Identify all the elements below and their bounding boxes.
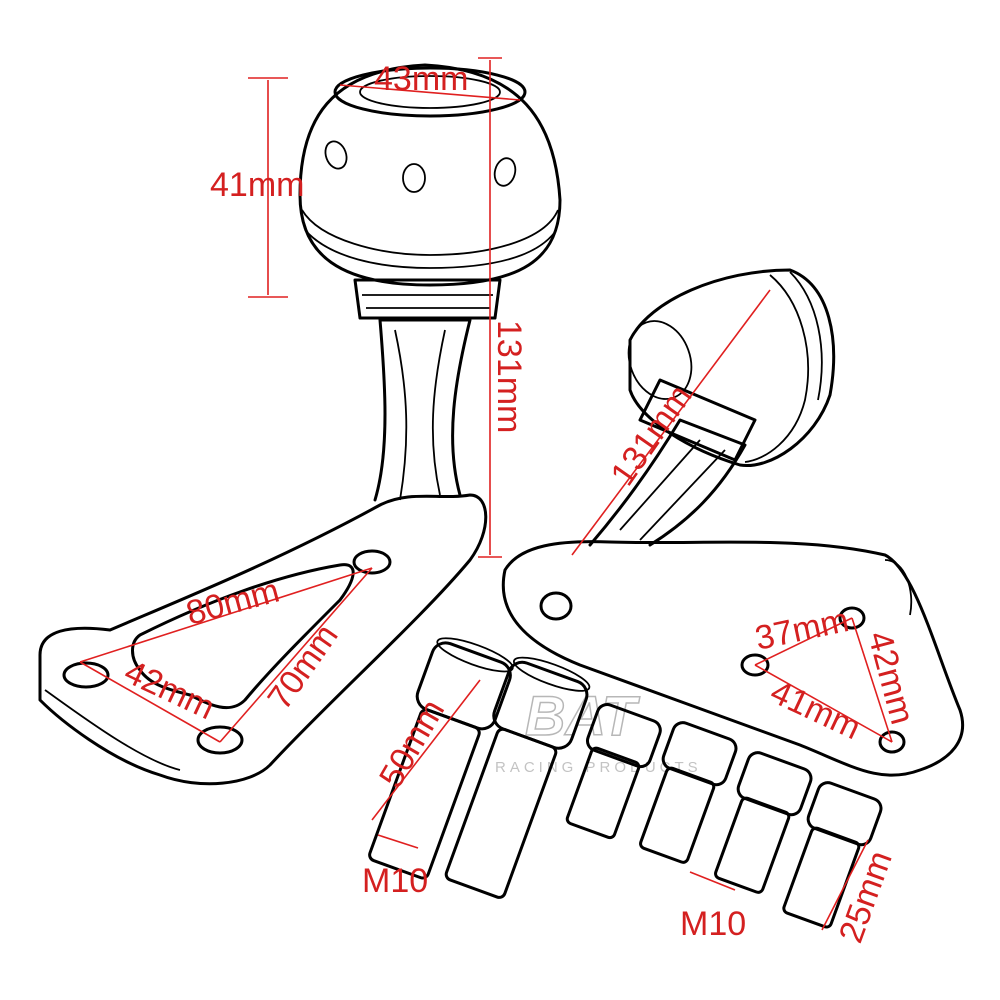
label-left-bracket-short: 42mm — [119, 653, 221, 727]
label-right-bracket-top: 37mm — [752, 601, 852, 658]
long-bolt-1 — [368, 637, 514, 880]
dimension-labels: 43mm 41mm 131mm 131mm 80mm 70mm 42mm 37m… — [119, 60, 922, 948]
label-long-bolt-length: 50mm — [372, 693, 452, 794]
short-bolt-1 — [565, 703, 662, 840]
label-cap-diameter: 43mm — [374, 60, 468, 98]
left-frame-slider — [38, 63, 562, 786]
label-cap-height: 41mm — [210, 166, 304, 204]
label-left-total: 131mm — [490, 320, 528, 433]
label-left-bracket-long: 80mm — [182, 572, 283, 633]
watermark-brand: BAT — [525, 684, 641, 747]
right-frame-slider — [501, 268, 965, 777]
brand-watermark: BAT RACING PRODUCTS — [495, 683, 698, 776]
dimension-lines — [79, 57, 893, 931]
short-bolt-2 — [639, 721, 738, 864]
label-long-bolt-thread: M10 — [362, 862, 428, 900]
label-right-bracket-bottom: 41mm — [765, 673, 867, 747]
short-bolt-3 — [714, 751, 813, 894]
label-right-bracket-side: 42mm — [860, 627, 921, 728]
label-short-bolt-thread: M10 — [680, 905, 746, 943]
long-bolt-2 — [444, 656, 591, 899]
